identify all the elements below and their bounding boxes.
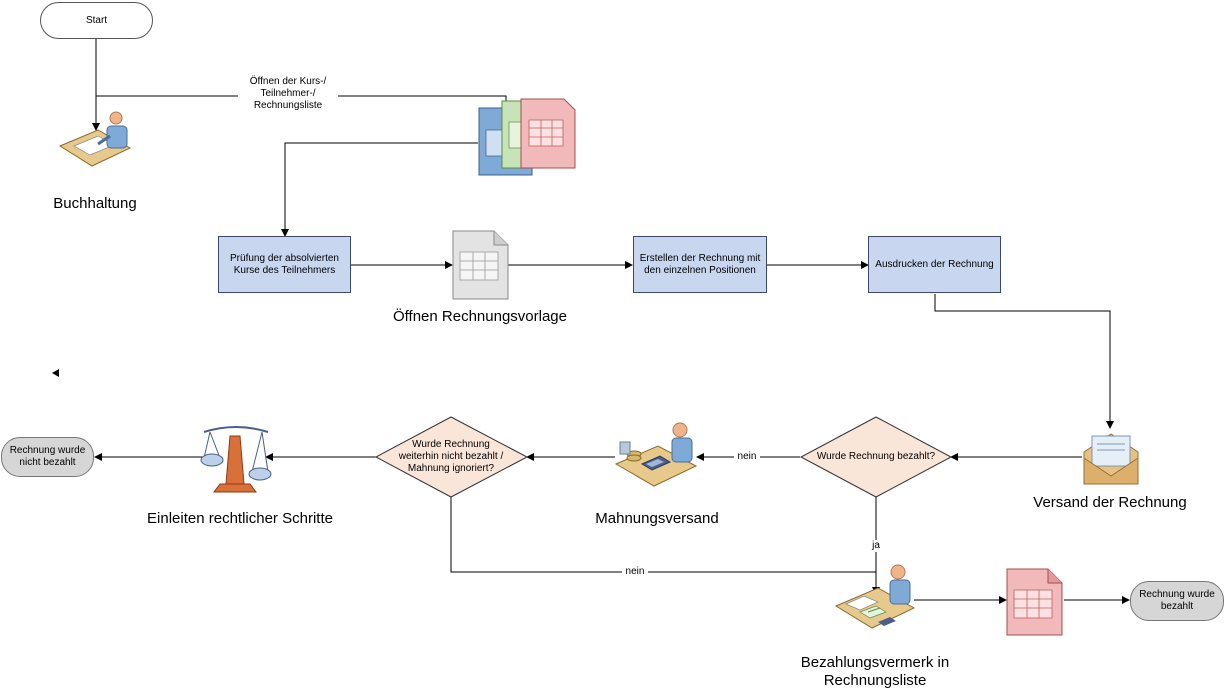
decision-weiterhin: Wurde Rechnung weiterhin nicht bezahlt /…	[393, 433, 509, 481]
label-buchhaltung: Buchhaltung	[53, 195, 137, 212]
label-rechnungsvorlage: Öffnen Rechnungsvorlage	[392, 308, 567, 325]
spreadsheet-red-icon	[1006, 568, 1063, 636]
process-pruefung-label: Prüfung der absolvierten Kurse des Teiln…	[230, 252, 339, 276]
process-erstellen: Erstellen der Rechnung mit den einzelnen…	[633, 236, 767, 293]
decision-bezahlt-label: Wurde Rechnung bezahlt?	[816, 451, 936, 462]
process-erstellen-label: Erstellen der Rechnung mit den einzelnen…	[639, 252, 761, 276]
edge-ausdrucken-versand	[934, 294, 1114, 429]
decision-weiterhin-label: Wurde Rechnung weiterhin nicht bezahlt /…	[398, 439, 504, 474]
decision-diamond-weiterhin	[374, 416, 529, 498]
calculator-icon	[640, 455, 672, 471]
edge-weiterhin-nein	[450, 497, 876, 573]
edge-docs-pruefung	[281, 142, 478, 237]
person-with-calculator-icon	[614, 422, 698, 487]
process-ausdrucken-label: Ausdrucken der Rechnung	[875, 258, 994, 270]
edge-label-oeffnen-liste: Öffnen der Kurs-/ Teilnehmer-/ Rechnungs…	[238, 76, 338, 112]
label-rechtliche-schritte: Einleiten rechtlicher Schritte	[147, 510, 333, 527]
process-ausdrucken: Ausdrucken der Rechnung	[868, 236, 1001, 293]
edge-label-nein-1: nein	[734, 451, 760, 463]
label-mahnungsversand: Mahnungsversand	[595, 510, 719, 527]
person-with-papers-icon	[834, 564, 916, 629]
person-at-desk-icon	[58, 111, 132, 167]
end-node-bezahlt: Rechnung wurde bezahlt	[1130, 581, 1224, 621]
start-label: Start	[85, 14, 108, 26]
label-bezahlungsvermerk: Bezahlungsvermerk in Rechnungsliste	[800, 654, 950, 689]
edge-label-nein-2: nein	[622, 566, 648, 578]
doc-red	[520, 98, 576, 169]
start-node: Start	[40, 2, 153, 39]
scales-of-justice-icon	[200, 426, 272, 493]
decision-bezahlt: Wurde Rechnung bezahlt?	[816, 437, 936, 477]
envelope-icon	[1083, 433, 1139, 485]
stray-marker	[52, 369, 59, 377]
end-nicht-bezahlt-label: Rechnung wurde nicht bezahlt	[9, 445, 86, 468]
edge-label-ja: ja	[869, 540, 883, 552]
process-pruefung: Prüfung der absolvierten Kurse des Teiln…	[218, 236, 351, 293]
end-node-nicht-bezahlt: Rechnung wurde nicht bezahlt	[1, 437, 94, 477]
spreadsheet-template-icon	[452, 230, 509, 300]
label-versand: Versand der Rechnung	[1033, 494, 1187, 511]
end-bezahlt-label: Rechnung wurde bezahlt	[1139, 589, 1215, 612]
decision-diamond-bezahlt	[799, 416, 953, 498]
spreadsheet-document-icon	[478, 98, 576, 176]
